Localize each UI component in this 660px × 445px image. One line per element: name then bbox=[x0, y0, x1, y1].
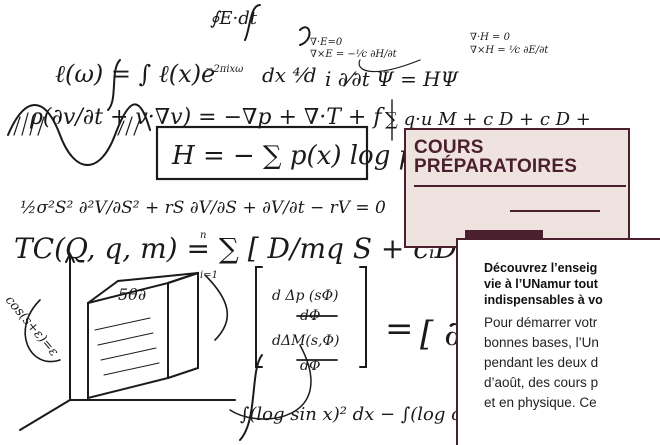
svg-text:∇×H = ¹⁄c ∂E/∂t: ∇×H = ¹⁄c ∂E/∂t bbox=[470, 45, 549, 56]
svg-text:H = − ∑ p(x) log p(x): H = − ∑ p(x) log p(x) bbox=[171, 141, 450, 171]
svg-text:n: n bbox=[200, 230, 206, 241]
svg-text:−2πixω: −2πixω bbox=[205, 64, 243, 75]
svg-text:d Δp (sΦ): d Δp (sΦ) bbox=[272, 288, 339, 304]
svg-text:i ∂⁄∂t Ψ = HΨ: i ∂⁄∂t Ψ = HΨ bbox=[325, 67, 460, 91]
card-lead-text: Découvrez l’enseig vie à l’UNamur tout i… bbox=[484, 260, 660, 308]
svg-text:ρ(∂v/∂t + v·∇v) = −∇p + ∇·T +: ρ(∂v/∂t + v·∇v) = −∇p + ∇·T + f bbox=[29, 105, 385, 130]
badge-divider-long bbox=[414, 185, 626, 187]
svg-text:dΦ: dΦ bbox=[300, 308, 320, 324]
lead-line: vie à l’UNamur tout bbox=[484, 277, 598, 291]
svg-text:∑ q·u M + c D + c D +: ∑ q·u M + c D + c D + bbox=[385, 109, 591, 130]
body-line: pendant les deux d bbox=[484, 355, 599, 370]
svg-text:∮E·dt: ∮E·dt bbox=[210, 8, 258, 29]
svg-text:i=1: i=1 bbox=[200, 270, 218, 281]
svg-text:ℓ(ω) = ∫ ℓ(x)e: ℓ(ω) = ∫ ℓ(x)e bbox=[55, 60, 215, 88]
svg-text:dΔM(s,Φ): dΔM(s,Φ) bbox=[272, 333, 339, 349]
svg-text:dx ⁴⁄d: dx ⁴⁄d bbox=[262, 63, 317, 87]
body-line: d’août, des cours p bbox=[484, 375, 599, 390]
svg-text:[ ∂: [ ∂ bbox=[420, 314, 462, 354]
accent-bar bbox=[465, 230, 543, 239]
badge-title-line-2: PRÉPARATOIRES bbox=[414, 156, 578, 177]
body-line: Pour démarrer votr bbox=[484, 315, 598, 330]
body-line: et en physique. Ce bbox=[484, 395, 597, 410]
svg-text:∇·E=0: ∇·E=0 bbox=[310, 37, 343, 48]
lead-line: Découvrez l’enseig bbox=[484, 261, 598, 275]
svg-text:cos(s+ε)=ε: cos(s+ε)=ε bbox=[2, 293, 61, 360]
svg-text:∇·H = 0: ∇·H = 0 bbox=[470, 32, 511, 43]
badge-divider-short bbox=[510, 210, 600, 212]
svg-text:=: = bbox=[385, 309, 414, 349]
body-line: bonnes bases, l’Un bbox=[484, 335, 599, 350]
svg-text:5θ∂: 5θ∂ bbox=[118, 285, 146, 304]
svg-text:∇×E = −¹⁄c ∂H/∂t: ∇×E = −¹⁄c ∂H/∂t bbox=[310, 49, 398, 60]
badge-title-line-1: COURS bbox=[414, 137, 484, 158]
badge-title: COURS PRÉPARATOIRES bbox=[414, 138, 577, 176]
intro-text-card: Découvrez l’enseig vie à l’UNamur tout i… bbox=[456, 238, 660, 445]
card-body-text: Pour démarrer votr bonnes bases, l’Un pe… bbox=[484, 313, 660, 413]
svg-text:dΦ: dΦ bbox=[300, 358, 320, 374]
svg-text:½σ²S² ∂²V/∂S² + rS ∂V/∂S + ∂V/: ½σ²S² ∂²V/∂S² + rS ∂V/∂S + ∂V/∂t − rV = … bbox=[20, 198, 386, 218]
lead-line: indispensables à vo bbox=[484, 293, 603, 307]
